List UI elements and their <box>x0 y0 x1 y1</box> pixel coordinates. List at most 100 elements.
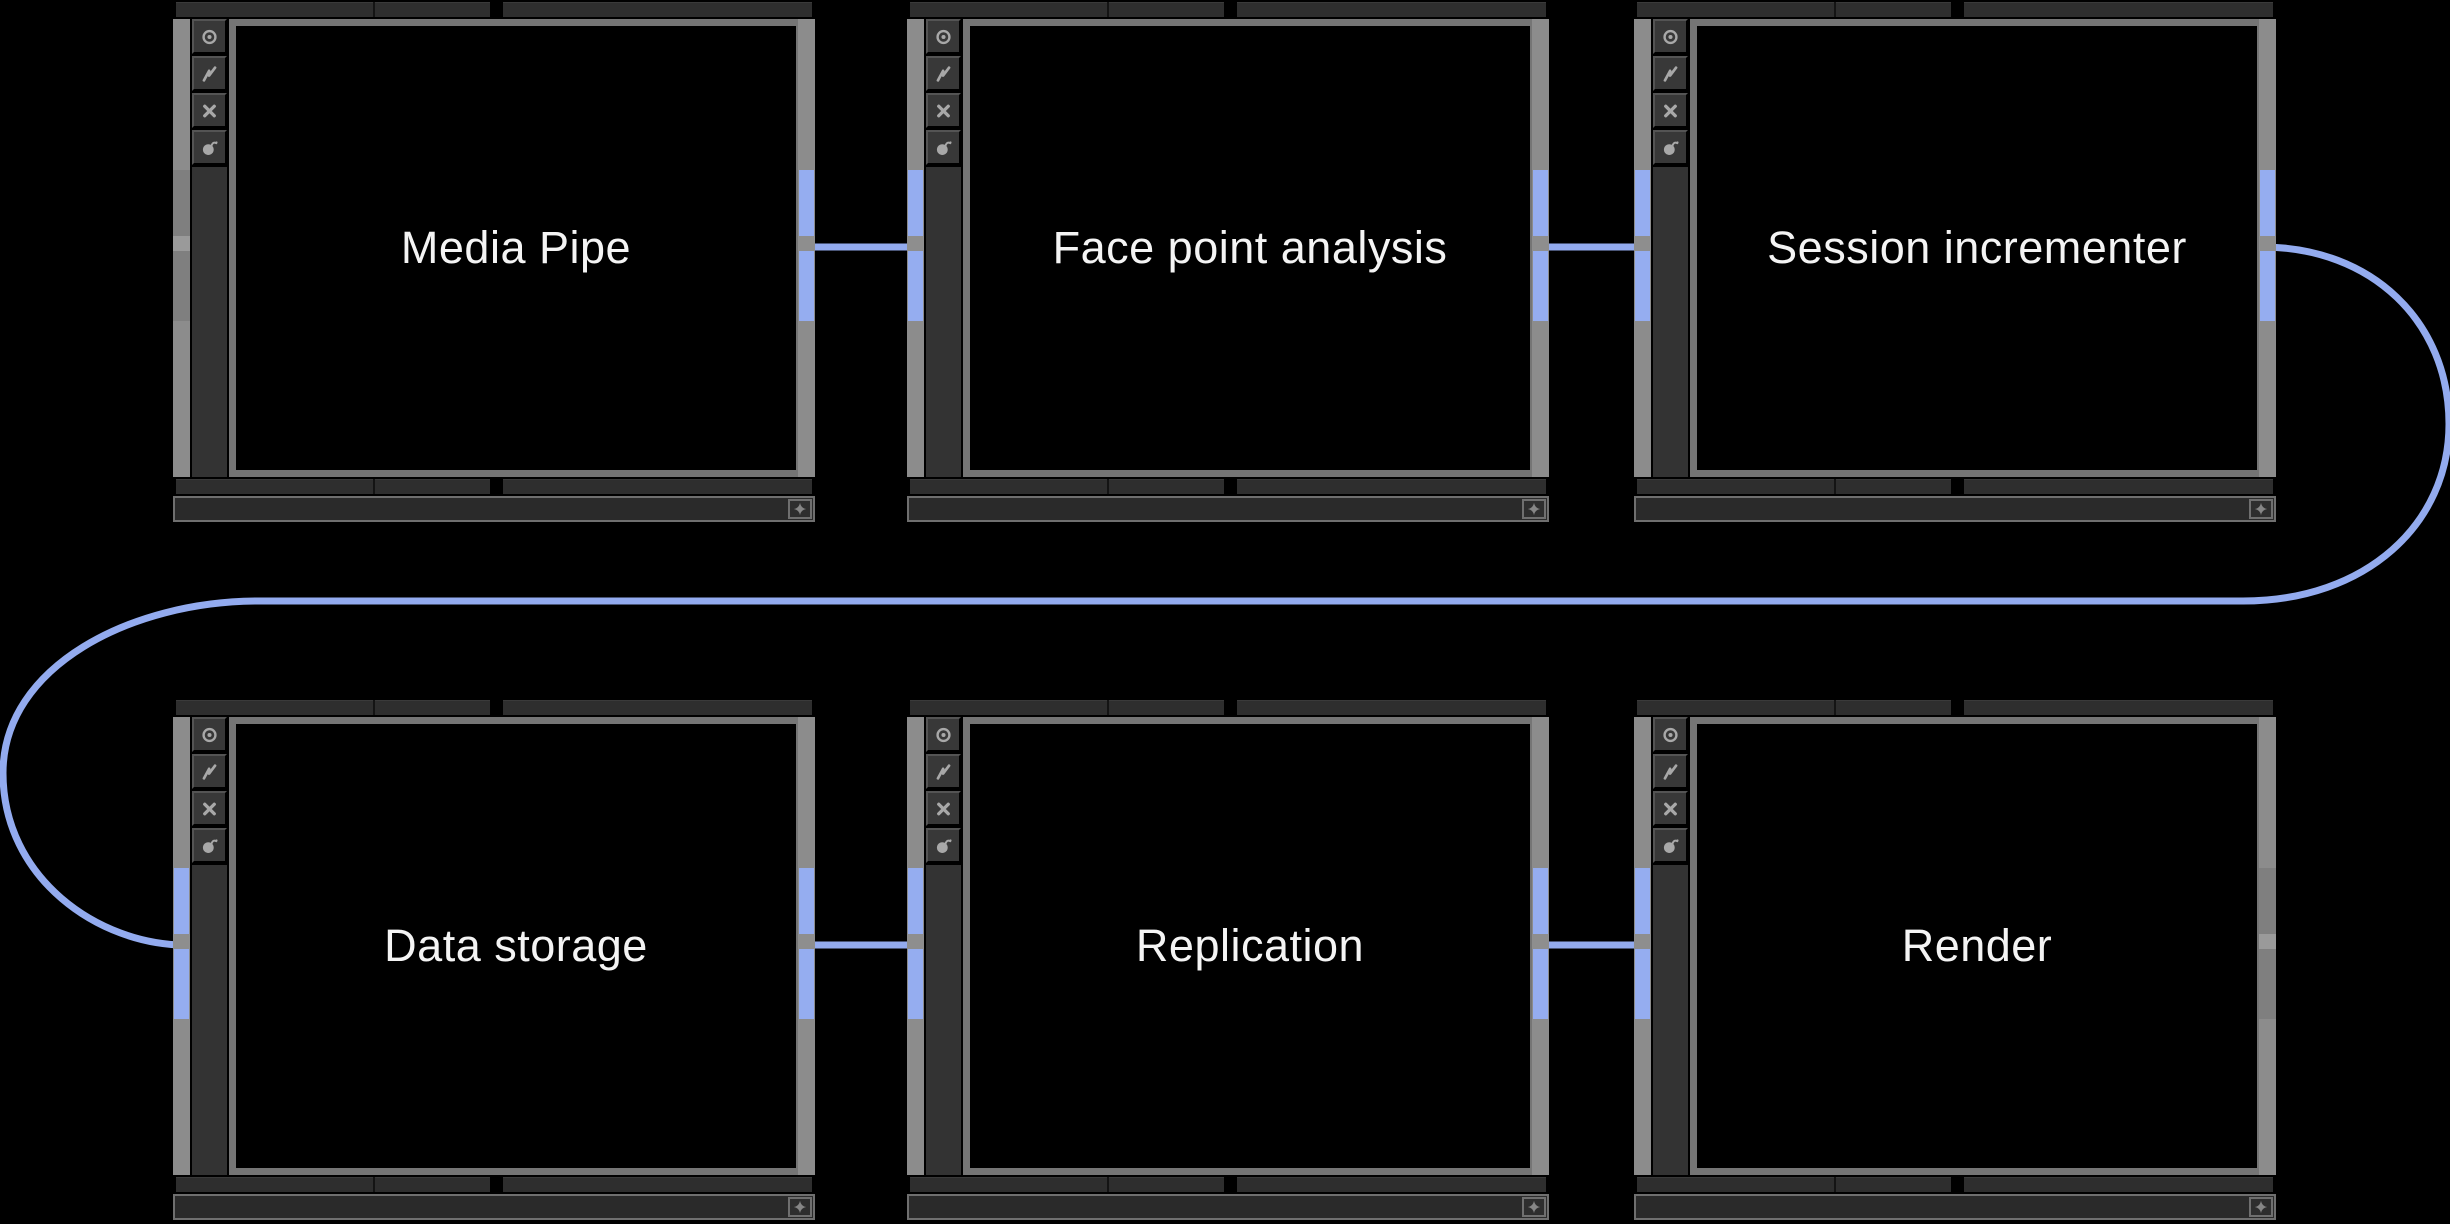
input-connector[interactable] <box>1635 949 1650 1019</box>
flag-column <box>1653 167 1688 477</box>
node-bottom-bar <box>910 479 1546 494</box>
viewer-flag-icon[interactable] <box>926 717 961 752</box>
input-connector[interactable] <box>908 170 923 236</box>
node-status-bar <box>173 496 815 522</box>
node-status-bar <box>907 1194 1549 1220</box>
node-data-storage[interactable]: Data storage <box>173 700 815 1220</box>
sparkle-plus-icon <box>793 502 807 516</box>
node-title: Session incrementer <box>1767 222 2187 273</box>
node-bottom-bar <box>1637 1177 2273 1192</box>
output-edge-strip[interactable] <box>798 717 815 1175</box>
sparkle-plus-icon <box>2254 1200 2268 1214</box>
output-connector[interactable] <box>2260 170 2275 236</box>
sparkle-plus-icon <box>1527 502 1541 516</box>
delete-flag-icon[interactable] <box>926 93 961 128</box>
viewer-flag-icon[interactable] <box>926 19 961 54</box>
input-connector[interactable] <box>1635 251 1650 321</box>
bypass-flag-icon[interactable] <box>1653 754 1688 789</box>
add-parameter-button[interactable] <box>788 1197 812 1217</box>
output-connector[interactable] <box>799 251 814 321</box>
bypass-flag-icon[interactable] <box>926 754 961 789</box>
node-viewer[interactable]: Media Pipe <box>229 19 798 477</box>
viewer-flag-icon[interactable] <box>1653 717 1688 752</box>
delete-flag-icon[interactable] <box>1653 93 1688 128</box>
node-media-pipe[interactable]: Media Pipe <box>173 2 815 522</box>
node-viewer[interactable]: Data storage <box>229 717 798 1175</box>
add-parameter-button[interactable] <box>2249 499 2273 519</box>
node-top-bar <box>176 2 812 17</box>
output-connector[interactable] <box>1533 949 1548 1019</box>
output-edge-strip[interactable] <box>2259 19 2276 477</box>
output-notch <box>2259 934 2276 949</box>
add-parameter-button[interactable] <box>2249 1197 2273 1217</box>
input-connector[interactable] <box>1635 868 1650 934</box>
input-notch <box>173 236 190 251</box>
output-edge-strip[interactable] <box>2259 717 2276 1175</box>
output-edge-strip[interactable] <box>798 19 815 477</box>
node-replication[interactable]: Replication <box>907 700 1549 1220</box>
node-title: Media Pipe <box>400 222 632 273</box>
bypass-flag-icon[interactable] <box>192 56 227 91</box>
node-bottom-bar <box>176 1177 812 1192</box>
cook-flag-icon[interactable] <box>926 828 961 863</box>
node-viewer[interactable]: Face point analysis <box>963 19 1532 477</box>
node-status-bar <box>907 496 1549 522</box>
output-connector[interactable] <box>799 170 814 236</box>
node-title: Render <box>1901 920 2053 971</box>
node-title: Data storage <box>384 920 648 971</box>
node-face-point-analysis[interactable]: Face point analysis <box>907 2 1549 522</box>
input-connector[interactable] <box>908 251 923 321</box>
viewer-flag-icon[interactable] <box>192 19 227 54</box>
input-connector[interactable] <box>174 868 189 934</box>
viewer-flag-icon[interactable] <box>192 717 227 752</box>
cook-flag-icon[interactable] <box>192 828 227 863</box>
output-connector[interactable] <box>1533 170 1548 236</box>
input-connector[interactable] <box>908 949 923 1019</box>
delete-flag-icon[interactable] <box>192 791 227 826</box>
input-edge-strip[interactable] <box>173 717 190 1175</box>
bypass-flag-icon[interactable] <box>192 754 227 789</box>
input-edge-strip[interactable] <box>1634 717 1651 1175</box>
input-edge-strip[interactable] <box>907 717 924 1175</box>
cook-flag-icon[interactable] <box>1653 828 1688 863</box>
bypass-flag-icon[interactable] <box>926 56 961 91</box>
cook-flag-icon[interactable] <box>926 130 961 165</box>
bypass-flag-icon[interactable] <box>1653 56 1688 91</box>
node-viewer[interactable]: Session incrementer <box>1690 19 2259 477</box>
add-parameter-button[interactable] <box>1522 1197 1546 1217</box>
node-viewer[interactable]: Render <box>1690 717 2259 1175</box>
input-edge-strip[interactable] <box>907 19 924 477</box>
node-render[interactable]: Render <box>1634 700 2276 1220</box>
node-session-incrementer[interactable]: Session incrementer <box>1634 2 2276 522</box>
output-connector[interactable] <box>799 949 814 1019</box>
output-edge-strip[interactable] <box>1532 717 1549 1175</box>
add-parameter-button[interactable] <box>788 499 812 519</box>
input-connector[interactable] <box>174 949 189 1019</box>
cook-flag-icon[interactable] <box>1653 130 1688 165</box>
node-bottom-bar <box>176 479 812 494</box>
node-status-bar <box>1634 496 2276 522</box>
node-top-bar <box>1637 2 2273 17</box>
output-edge-strip[interactable] <box>1532 19 1549 477</box>
input-edge-strip[interactable] <box>173 19 190 477</box>
node-viewer[interactable]: Replication <box>963 717 1532 1175</box>
delete-flag-icon[interactable] <box>192 93 227 128</box>
input-connector[interactable] <box>1635 170 1650 236</box>
delete-flag-icon[interactable] <box>926 791 961 826</box>
add-parameter-button[interactable] <box>1522 499 1546 519</box>
viewer-flag-icon[interactable] <box>1653 19 1688 54</box>
cook-flag-icon[interactable] <box>192 130 227 165</box>
input-connector[interactable] <box>908 868 923 934</box>
output-connector[interactable] <box>1533 251 1548 321</box>
output-connector[interactable] <box>2260 251 2275 321</box>
node-status-bar <box>1634 1194 2276 1220</box>
output-connector[interactable] <box>799 868 814 934</box>
node-top-bar <box>910 700 1546 715</box>
input-edge-strip[interactable] <box>1634 19 1651 477</box>
node-title: Replication <box>1135 920 1365 971</box>
output-connector[interactable] <box>1533 868 1548 934</box>
node-top-bar <box>910 2 1546 17</box>
delete-flag-icon[interactable] <box>1653 791 1688 826</box>
flag-column <box>192 865 227 1175</box>
